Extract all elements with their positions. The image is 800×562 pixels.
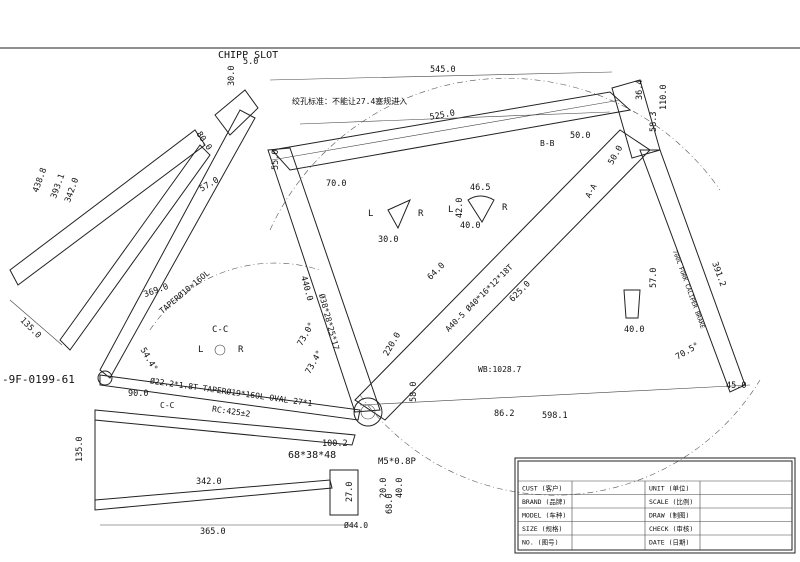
bottom-bracket-shell <box>353 397 383 427</box>
seat-cluster <box>214 89 259 136</box>
dim-438-8: 438.8 <box>31 167 49 194</box>
dim-391-2: 391.2 <box>709 261 727 288</box>
l-label-3: L <box>198 345 203 355</box>
title-block-cell: UNIT (单位) <box>649 484 689 493</box>
dim-86-2: 86.2 <box>494 409 514 419</box>
side-view-stay-2 <box>59 144 211 351</box>
dim-line-545 <box>269 71 613 81</box>
dim-50-0b: 50.0 <box>606 144 625 167</box>
section-profile-cc <box>214 344 226 356</box>
dim-5-0: 5.0 <box>243 57 258 67</box>
dim-46-5: 46.5 <box>470 183 490 193</box>
title-block-cell: CUST (客户) <box>522 484 562 493</box>
bb-size-label: 68*38*48 <box>288 450 336 461</box>
r-label-3: R <box>238 345 244 355</box>
title-block-cell: SIZE (规格) <box>522 524 562 533</box>
dim-90-0: 90.0 <box>128 389 148 399</box>
m5-label: M5*0.8P <box>378 457 417 467</box>
front-wheel-arc <box>269 77 721 231</box>
dim-58-3: 58.3 <box>649 112 659 132</box>
r-label-2: R <box>502 203 508 213</box>
dim-135-0a: 135.0 <box>18 316 43 341</box>
dim-30-0: 30.0 <box>227 66 237 86</box>
section-aa-label: A-A <box>584 182 599 199</box>
dim-line-135 <box>9 299 63 346</box>
dim-40-0b: 40.0 <box>624 325 644 335</box>
title-block-cell: DATE (日期) <box>649 539 689 547</box>
dim-58-0: 58.0 <box>409 382 419 402</box>
dim-30-0b: 30.0 <box>378 235 398 245</box>
dim-342-0b: 342.0 <box>196 477 222 487</box>
title-block: CUST (客户) UNIT (单位) BRAND (品牌) SCALE (比例) MO… <box>514 457 796 554</box>
dim-57-0: 57.0 <box>649 268 659 288</box>
dim-100-2: 100.2 <box>322 439 348 449</box>
dim-55-0: 55.0 <box>271 150 281 170</box>
mid-wheel-arc <box>149 262 321 331</box>
dim-135-0b: 135.0 <box>75 436 85 462</box>
title-block-cell: BRAND (品牌) <box>522 497 566 506</box>
dim-42-0: 42.0 <box>455 198 465 218</box>
chainstay-plan-bb <box>329 469 359 516</box>
dim-36-4: 36.4 <box>635 80 645 100</box>
part-number-label: -9F-0199-61 <box>2 373 75 386</box>
chipp-slot-label: CHIPP SLOT <box>218 50 278 61</box>
dim-70-0: 70.0 <box>326 179 346 189</box>
l-label-2: L <box>448 205 453 215</box>
phi44-label: Ø44.0 <box>344 520 368 530</box>
dim-73-0: 73.0° <box>296 321 317 348</box>
l-label-1: L <box>368 209 373 219</box>
dim-70-5: 70.5° <box>674 341 701 362</box>
dim-20-0: 20.0 <box>379 478 389 498</box>
dim-27-0: 27.0 <box>345 482 355 502</box>
r-label-1: R <box>418 209 424 219</box>
bottom-bracket-bore <box>360 404 376 420</box>
dim-line-525 <box>299 111 611 125</box>
dim-40-0c: 40.0 <box>395 478 405 498</box>
title-block-cell: MODEL (车种) <box>522 511 566 520</box>
taper-label-4: Ø38*28*25*17 <box>317 293 342 352</box>
title-block-cell: NO. (图号) <box>522 539 558 547</box>
dim-57-0b: 57.0 <box>198 175 221 194</box>
dim-365-0: 365.0 <box>200 527 226 537</box>
dim-64-0: 64.0 <box>426 261 448 283</box>
rear-dropout <box>97 370 113 386</box>
section-cc-side-label: C-C <box>160 401 175 410</box>
dim-50-0a: 50.0 <box>570 131 590 141</box>
rc-label: RC:425±2 <box>211 404 251 418</box>
chain-stay <box>99 374 361 421</box>
seat-tube <box>267 147 381 413</box>
top-tube <box>271 91 632 171</box>
dim-598-1: 598.1 <box>542 411 568 421</box>
section-profile-2 <box>467 195 495 223</box>
title-block-cell: SCALE (比例) <box>649 497 693 506</box>
dim-545: 545.0 <box>430 65 456 75</box>
taper-label-3: A40-5 Ø40*16*12*18T <box>443 262 515 334</box>
dim-40-0a: 40.0 <box>460 221 480 231</box>
dim-525: 525.0 <box>429 108 456 122</box>
section-bb-label: B-B <box>540 139 555 148</box>
wheelbase-label: WB:1028.7 <box>478 365 522 374</box>
dim-line-wb <box>359 384 751 406</box>
dim-440-0: 440.0 <box>298 275 314 302</box>
seat-stay <box>99 109 256 379</box>
dim-54-4: 54.4° <box>138 346 159 373</box>
section-cc-top-label: C-C <box>212 325 228 335</box>
reaming-note: 绞孔标准：不能让27.4塞规进入 <box>292 96 407 106</box>
title-block-cell: CHECK (审核) <box>649 524 693 533</box>
dim-342-0a: 342.0 <box>63 177 81 204</box>
dim-45-0: 45.0 <box>726 381 746 391</box>
top-tube-centerline <box>271 99 621 161</box>
title-block-cell: DRAW (制图) <box>649 511 689 520</box>
dim-68-0: 68.0 <box>385 494 395 514</box>
section-profile-1 <box>387 199 411 230</box>
dim-73-4: 73.4° <box>304 349 325 376</box>
rear-wheel-arc <box>359 379 761 496</box>
dim-369-0: 369.0 <box>143 282 170 300</box>
dim-110: 110.0 <box>659 84 669 110</box>
side-view-seat-stay <box>9 129 206 286</box>
section-profile-3 <box>623 289 641 319</box>
